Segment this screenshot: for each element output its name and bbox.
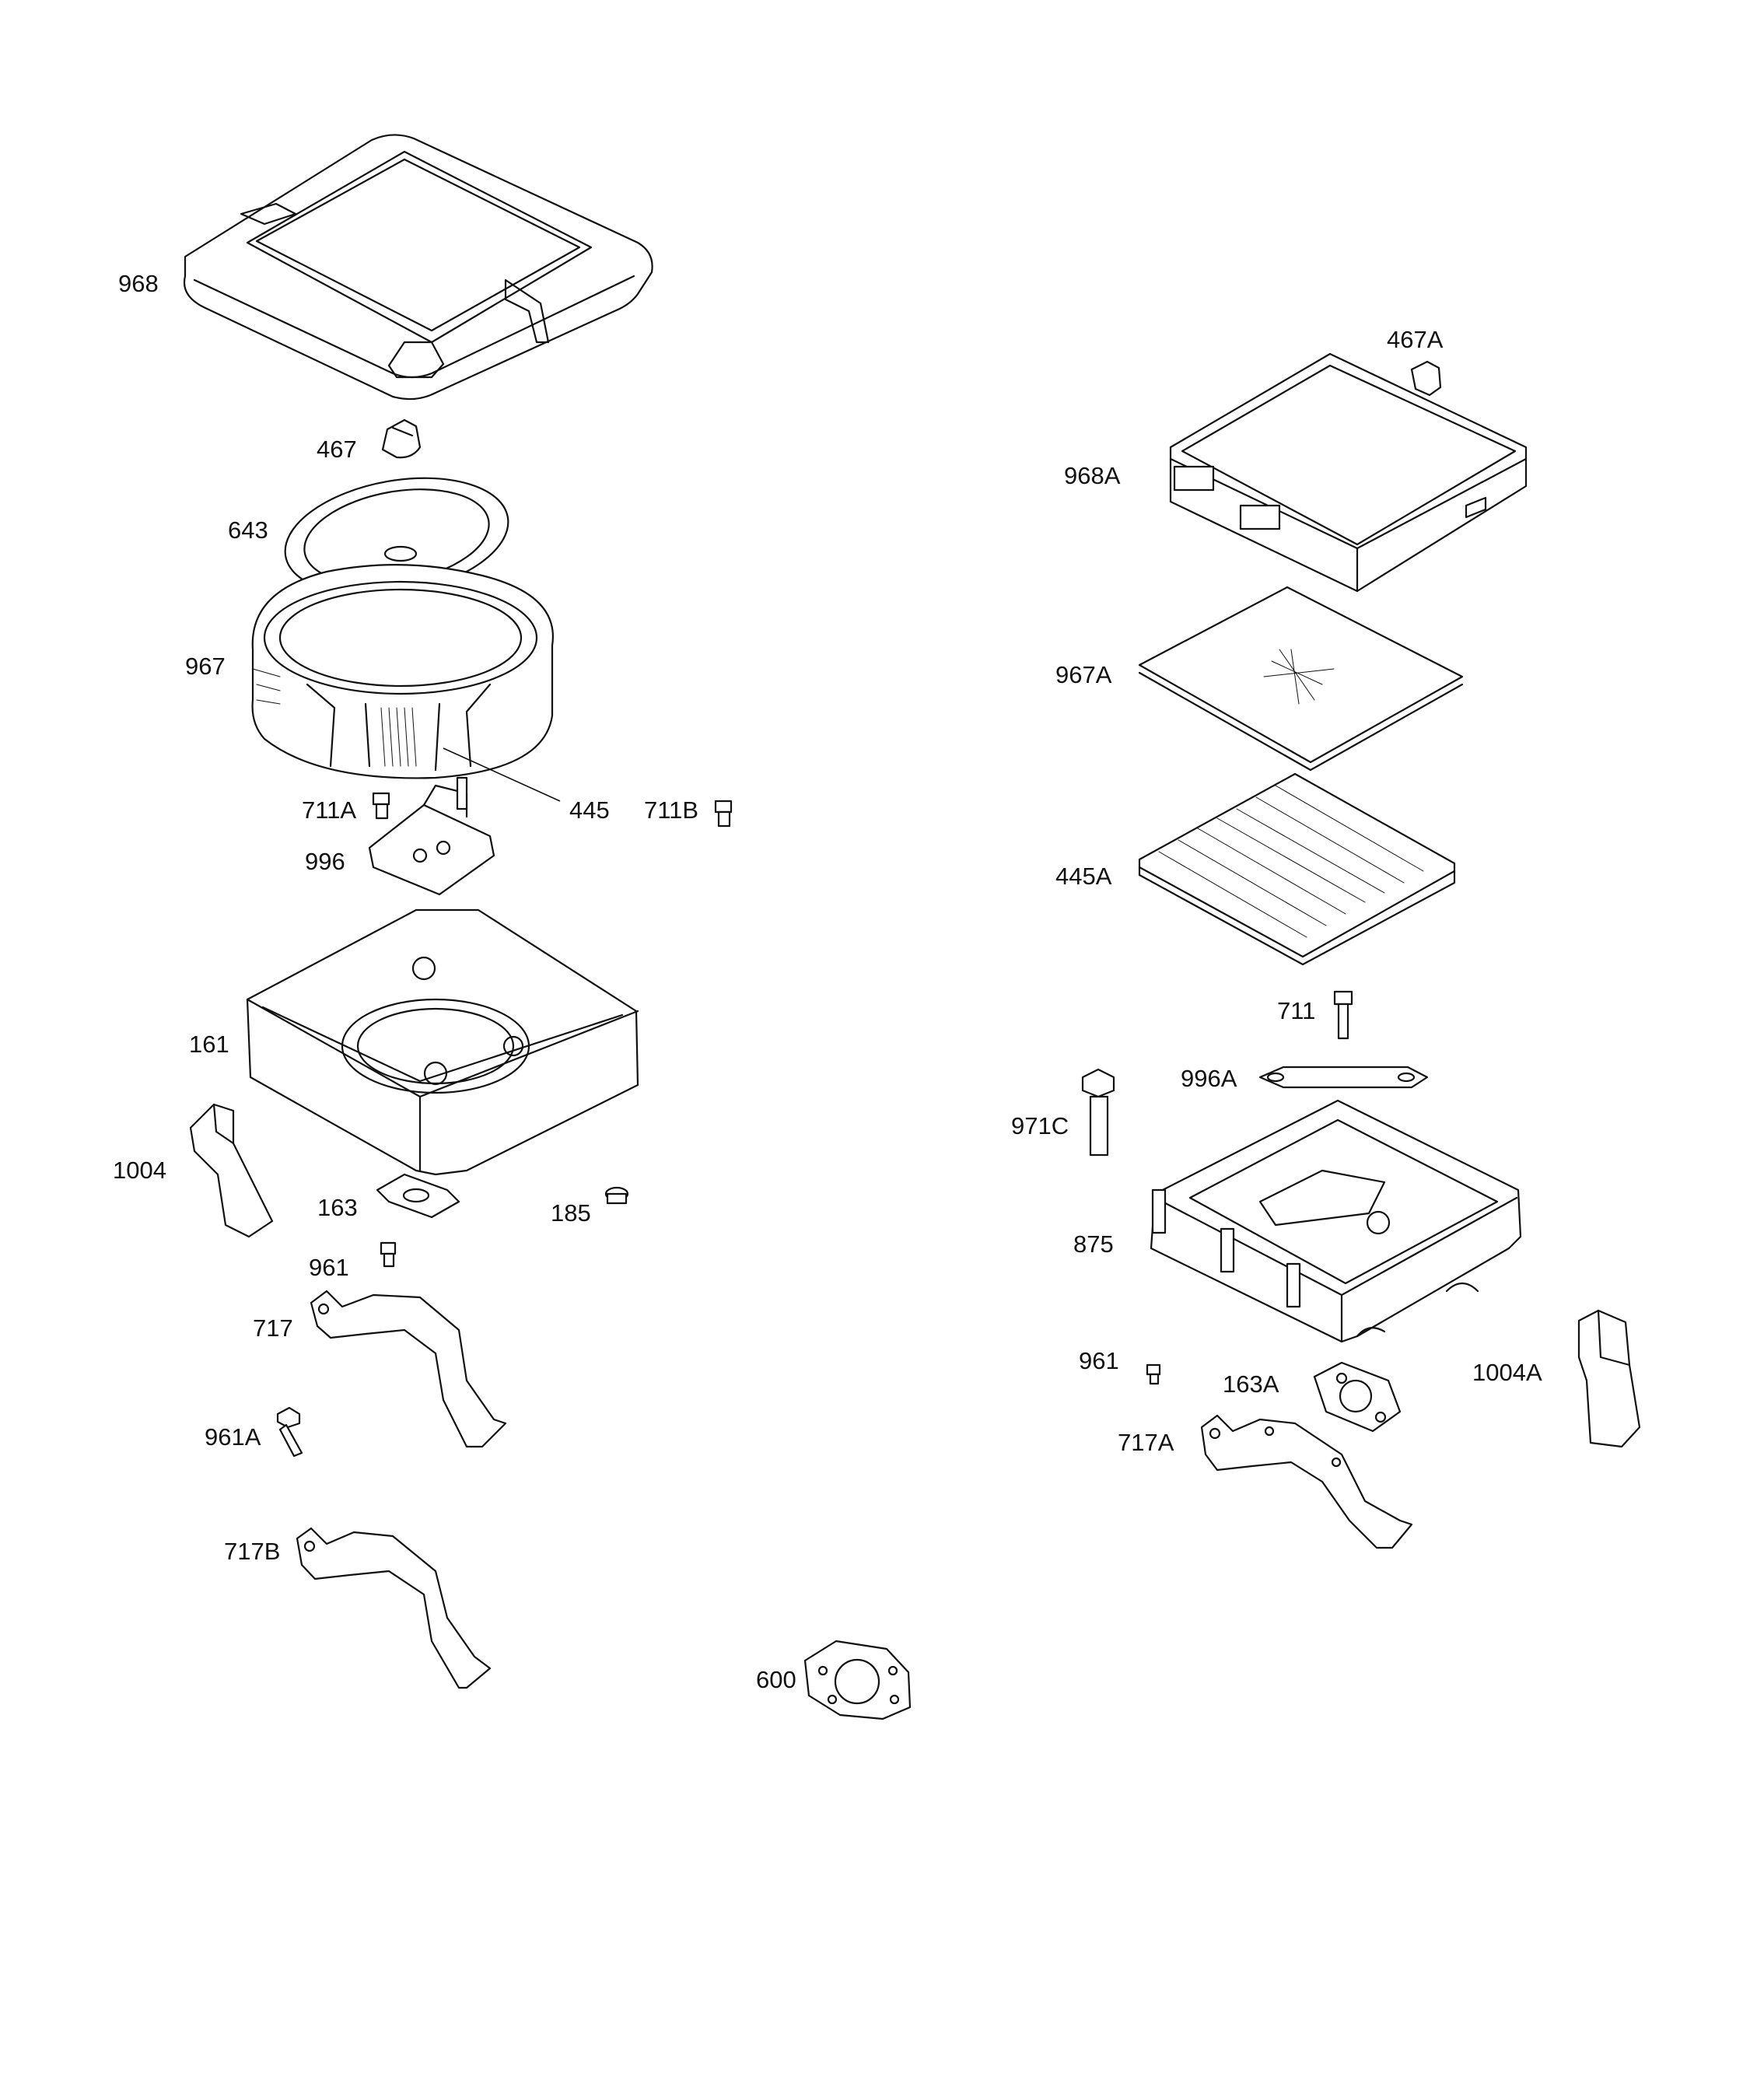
callout-185: 185 [551,1199,591,1227]
leader-445 [443,747,561,802]
callout-445: 445 [569,796,610,824]
part-185-plug [604,1186,629,1205]
callout-968A: 968A [1064,462,1121,489]
callout-971C: 971C [1011,1112,1069,1139]
part-961A-screw [276,1406,303,1458]
callout-161: 161 [189,1031,229,1058]
part-996-plate [368,776,495,896]
callout-875: 875 [1073,1230,1114,1258]
callout-711B: 711B [644,796,698,824]
callout-600: 600 [756,1666,796,1693]
part-467-knob [381,418,422,459]
callout-711: 711 [1277,997,1315,1024]
callout-467: 467 [317,436,357,463]
callout-996A: 996A [1181,1065,1237,1092]
callout-1004A: 1004A [1472,1359,1542,1386]
part-643-precleaner [284,477,509,597]
part-1004A-duct [1577,1309,1641,1448]
part-967-filter-ring [251,564,554,779]
callout-467A: 467A [1387,326,1444,353]
callout-163: 163 [317,1194,358,1221]
part-445A-filter-element [1138,772,1456,966]
callout-961-left: 961 [309,1254,349,1281]
part-717B-bracket [296,1527,492,1689]
callout-961A: 961A [205,1423,261,1451]
callout-961-right: 961 [1079,1347,1119,1374]
part-996A-gasket [1258,1066,1429,1089]
part-717-bracket [310,1290,507,1448]
part-467A-knob [1410,360,1442,397]
callout-1004: 1004 [113,1157,166,1184]
callout-643: 643 [228,516,268,544]
part-961-screw-right [1146,1363,1161,1385]
callout-968: 968 [118,270,159,297]
part-711A-screw [372,792,390,820]
callout-445A: 445A [1055,863,1112,890]
part-163A-gasket [1313,1361,1402,1433]
part-600-gasket [803,1640,912,1720]
part-163-gasket [376,1173,460,1219]
part-875-base [1150,1099,1522,1343]
part-971C-bolt [1081,1068,1115,1157]
callout-967: 967 [185,653,226,680]
part-961-screw-left [380,1241,397,1268]
part-968-cover [183,134,653,401]
part-717A-bracket [1200,1414,1413,1549]
callout-711A: 711A [302,796,356,824]
callout-967A: 967A [1055,661,1112,688]
part-161-base [246,908,639,1176]
callout-labels: 968 467 643 967 445 711A 711B 996 161 10… [113,270,1542,1693]
callout-163A: 163A [1223,1370,1279,1398]
part-967A-filter-mat [1138,586,1464,772]
callout-717: 717 [253,1314,293,1342]
part-968A-cover [1169,352,1528,593]
callout-717A: 717A [1118,1429,1174,1456]
callout-996: 996 [305,848,345,875]
callout-717B: 717B [224,1538,280,1565]
part-1004-duct [189,1103,274,1238]
part-711B-screw [714,800,733,828]
part-711-screw [1333,990,1353,1040]
